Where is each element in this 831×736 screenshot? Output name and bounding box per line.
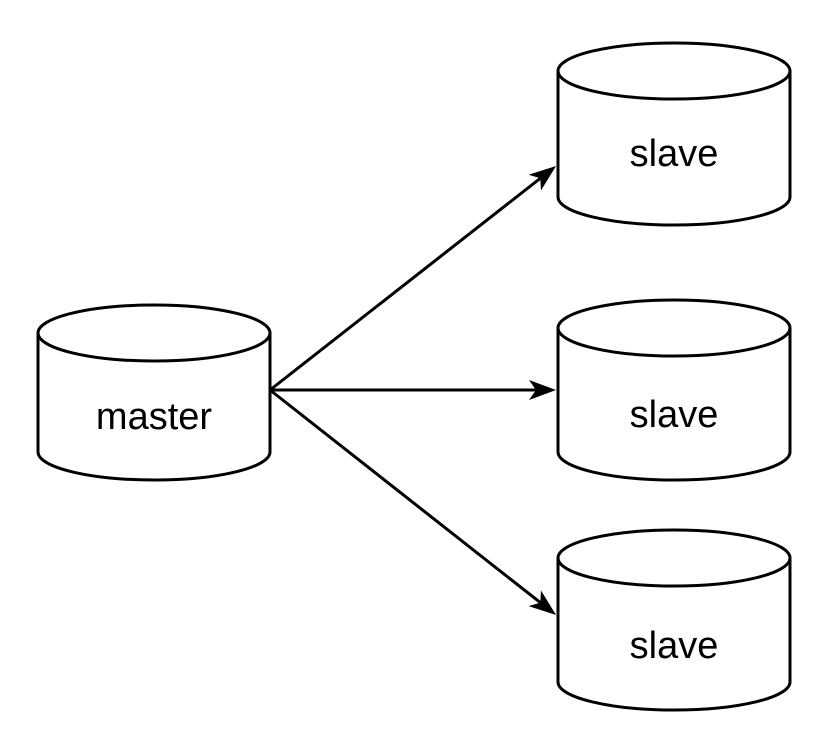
edge-master-to-slave-top (269, 165, 557, 392)
database-cylinder-body-icon (36, 333, 272, 482)
node-slave-middle-label: slave (630, 394, 719, 436)
node-slave-top: slave (556, 41, 792, 227)
database-cylinder-body-icon (556, 71, 792, 227)
node-slave-bottom: slave (556, 528, 792, 712)
database-cylinder-top-icon (556, 528, 792, 588)
edge-master-to-slave-bottom (269, 388, 557, 615)
database-cylinder-top-icon (36, 303, 272, 363)
database-cylinder-body-icon (556, 558, 792, 712)
node-master-label: master (96, 396, 212, 438)
database-cylinder-body-icon (556, 328, 792, 482)
database-cylinder-top-icon (556, 41, 792, 101)
node-slave-middle: slave (556, 298, 792, 482)
edges (269, 165, 557, 615)
database-cylinder-top-icon (556, 298, 792, 358)
node-slave-top-label: slave (630, 133, 719, 175)
node-slave-bottom-label: slave (630, 625, 719, 667)
node-master: master (36, 303, 272, 482)
